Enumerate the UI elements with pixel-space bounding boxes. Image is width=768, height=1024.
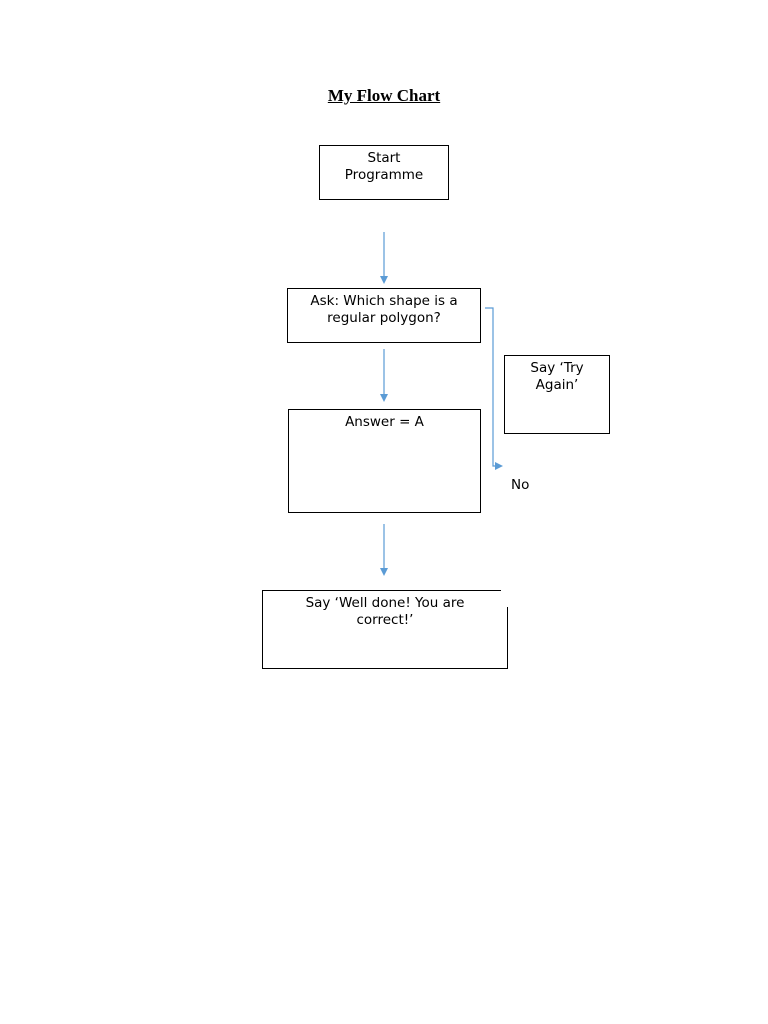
well-done-label: Say ‘Well done! You are correct!’	[305, 595, 465, 628]
try-again-box: Say ‘Try Again’	[504, 355, 610, 434]
no-edge-label: No	[511, 477, 530, 493]
start-programme-box: Start Programme	[319, 145, 449, 200]
well-done-box: Say ‘Well done! You are correct!’	[262, 590, 508, 669]
page-title: My Flow Chart	[327, 86, 441, 105]
answer-decision-box: Answer = A	[288, 409, 481, 513]
ask-question-label: Ask: Which shape is a regular polygon?	[310, 293, 458, 326]
try-again-label: Say ‘Try Again’	[530, 360, 584, 393]
arrow-no-branch	[485, 307, 503, 470]
box-border-gap	[501, 588, 509, 607]
ask-question-box: Ask: Which shape is a regular polygon?	[287, 288, 481, 343]
start-programme-label: Start Programme	[344, 150, 424, 183]
answer-decision-label: Answer = A	[345, 414, 424, 430]
